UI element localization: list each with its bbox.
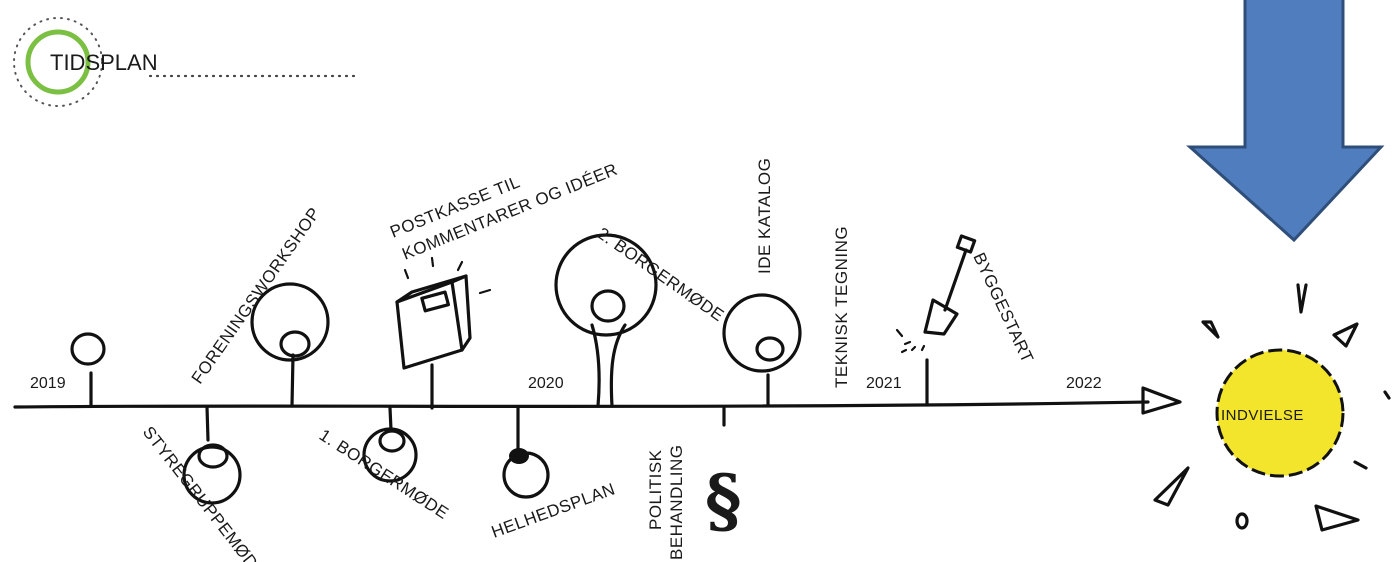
- event-label: POLITISK: [646, 449, 665, 530]
- event-label: TEKNISK TEGNING: [832, 226, 851, 388]
- green-ring-icon: [25, 29, 91, 95]
- year-label: 2020: [528, 375, 564, 392]
- timeline-arrowhead-icon: [1141, 386, 1182, 415]
- tree-icon: [722, 293, 802, 407]
- tree-icon: [182, 405, 242, 505]
- timeline-axis: [13, 386, 1182, 415]
- year-label: 2022: [1066, 375, 1102, 392]
- page-title: TIDSPLAN: [50, 50, 158, 75]
- tree-icon: [554, 233, 658, 408]
- sun-icon: [1153, 283, 1391, 532]
- event-label: 1. BORGERMØDE: [316, 425, 452, 523]
- tree-icon: [70, 332, 106, 407]
- header-logo: TIDSPLAN: [13, 17, 362, 107]
- mailbox-icon: [395, 256, 492, 410]
- event-label: INDVIELSE: [1221, 407, 1304, 424]
- event-label: 2. BORGERMØDE: [594, 224, 728, 326]
- down-arrow-icon: [1186, 0, 1385, 243]
- paragraph-icon: §: [705, 406, 742, 542]
- event-label: FORENINGSWORKSHOP: [188, 204, 324, 387]
- tree-icon: [502, 406, 550, 499]
- event-label: BYGGESTART: [969, 250, 1037, 366]
- tree-icon: [250, 282, 330, 408]
- tree-icon: [362, 406, 418, 483]
- shovel-icon: [895, 234, 977, 407]
- svg-text:§: §: [705, 459, 742, 542]
- event-label: BEHANDLING: [667, 444, 686, 560]
- year-label: 2019: [30, 375, 66, 392]
- year-label: 2021: [866, 375, 902, 392]
- event-label: STYREGRUPPEMØDE: [139, 423, 269, 562]
- event-label: IDE KATALOG: [755, 158, 774, 274]
